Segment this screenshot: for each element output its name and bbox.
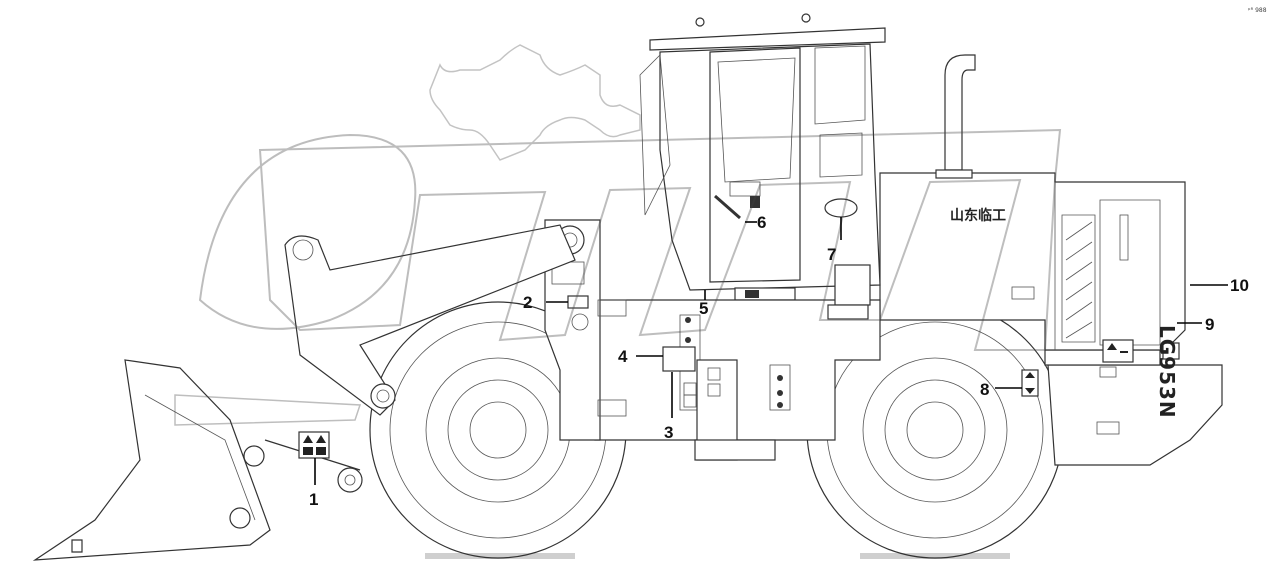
decal-1-warning-pictograms [298,431,330,459]
decal-9-rear-pictograms [1102,339,1180,363]
callout-5: 5 [699,299,708,318]
chassis-frame [594,264,881,461]
boom-arm [284,224,576,416]
callout-8: 8 [980,380,989,399]
callout-10: 10 [1230,276,1249,295]
brand-text: 山东临工 [950,207,1006,224]
callout-9: 9 [1205,315,1214,334]
leader-lines [314,217,1228,485]
decal-4-plate [662,346,696,372]
callout-2: 2 [523,293,532,312]
decal-2-label [567,295,589,309]
front-wheel [369,301,627,559]
engine-hood [879,54,1186,351]
bucket [32,359,363,561]
callout-4: 4 [618,347,628,366]
callout-7: 7 [827,245,836,264]
corner-code: ᵖᴿ 988 [1248,7,1267,14]
watermark-logo [174,44,1062,426]
model-text: LG953N [1155,325,1179,419]
decal-6-cab-labels [714,194,741,220]
decal-8-pictograms [1021,369,1039,397]
front-frame [544,219,627,441]
counterweight [1044,349,1223,466]
callout-6: 6 [757,213,766,232]
callout-1: 1 [309,490,318,509]
operator-cab [639,13,886,301]
callout-3: 3 [664,423,673,442]
ground-hatching [425,553,1010,559]
